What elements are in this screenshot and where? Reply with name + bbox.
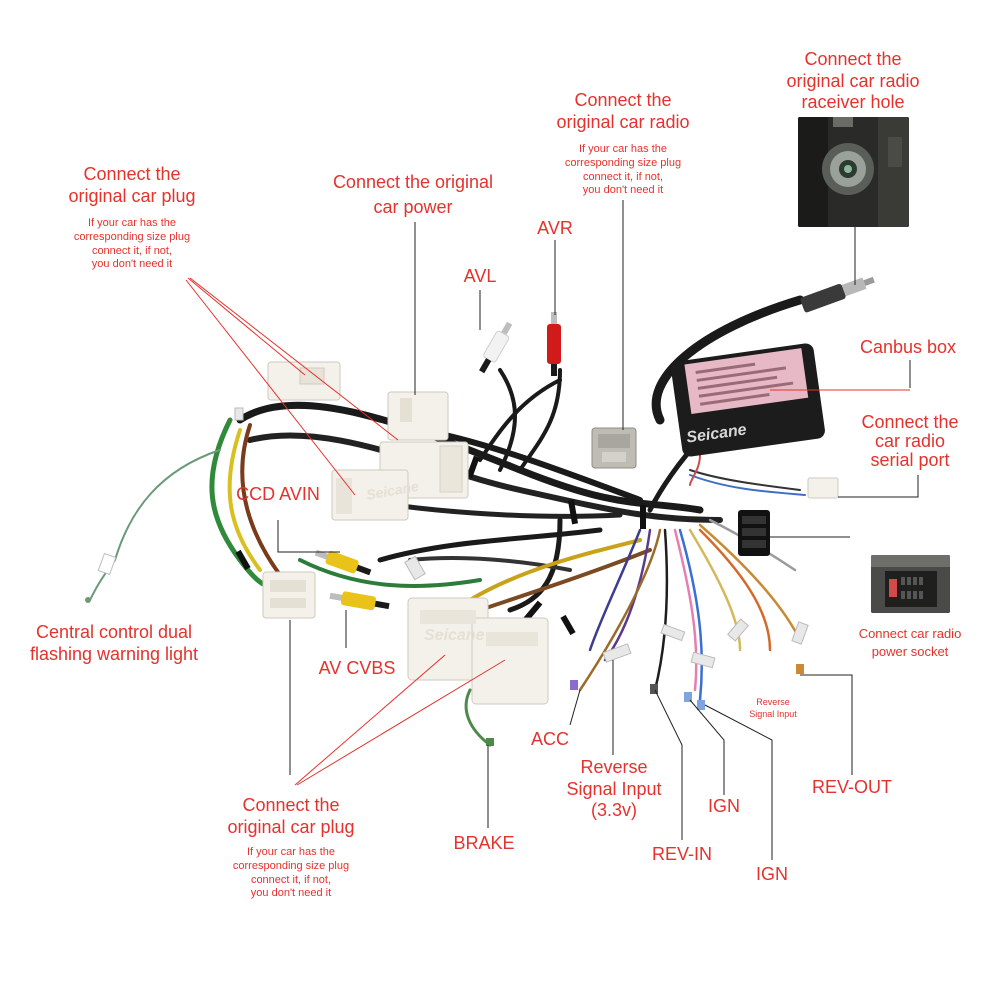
label-car-plug-bottom: Connect the original car plug (227, 795, 355, 837)
avr-rca-plug (547, 312, 561, 376)
rca-plugs (314, 312, 561, 611)
left-plug-connector (331, 469, 409, 521)
label-car-plug-top: Connect the original car plug (68, 164, 196, 206)
car-plug-connector-bottom (407, 597, 549, 705)
label-ign-2: IGN (755, 864, 788, 884)
power-socket-illustration (871, 555, 950, 613)
label-av-cvbs: AV CVBS (318, 658, 396, 678)
label-avr: AVR (537, 218, 573, 238)
white-connectors (262, 361, 839, 705)
label-rev-out: REV-OUT (811, 777, 892, 797)
dual-flashing-connector (262, 571, 316, 619)
receiver-hole-illustration (798, 117, 909, 227)
label-receiver-hole: Connect the original car radio raceiver … (786, 49, 920, 113)
serial-port-connector (807, 477, 839, 499)
label-reverse-input: Reverse Signal Input (3.3v) (566, 757, 662, 821)
label-serial-port: Connect the car radio serial port (861, 412, 959, 470)
brand-watermarks: Seicane Seicane Seicane (365, 421, 748, 644)
label-avl: AVL (463, 266, 497, 286)
label-ccd-avin: CCD AVIN (236, 484, 320, 504)
label-car-power: Connect the original car power (332, 172, 494, 218)
brand-watermark-bottom: Seicane (424, 627, 485, 644)
label-car-plug-top-note: If your car has the corresponding size p… (73, 217, 191, 271)
label-brake: BRAKE (453, 833, 515, 853)
car-plug-connector-top (267, 361, 341, 401)
car-power-connector (387, 391, 449, 441)
power-socket-connector (738, 510, 770, 556)
label-car-plug-bottom-note: If your car has the corresponding size p… (232, 846, 350, 900)
label-car-radio: Connect the original car radio (556, 90, 690, 132)
label-power-socket: Connect car radio power socket (858, 626, 962, 660)
label-acc: ACC (530, 729, 569, 749)
label-canbus-box: Canbus box (859, 337, 957, 357)
radio-receiver-hole-photo (798, 117, 909, 227)
wire-pins (85, 407, 809, 746)
label-car-radio-note: If your car has the corresponding size p… (564, 143, 682, 197)
canbus-box (671, 343, 825, 457)
antenna-plug (800, 276, 875, 313)
label-rev-in: REV-IN (651, 844, 712, 864)
ccd-avin-rca-plug (314, 549, 372, 576)
avl-rca-plug (479, 321, 513, 374)
label-dual-flashing: Central control dual flashing warning li… (29, 622, 199, 664)
power-socket-photo (871, 555, 950, 613)
label-reverse-small: Reverse Signal Input (749, 697, 797, 719)
label-ign-1: IGN (707, 796, 740, 816)
av-cvbs-rca-plug (329, 591, 390, 611)
leader-lines (185, 200, 919, 860)
car-radio-connector (591, 427, 637, 469)
